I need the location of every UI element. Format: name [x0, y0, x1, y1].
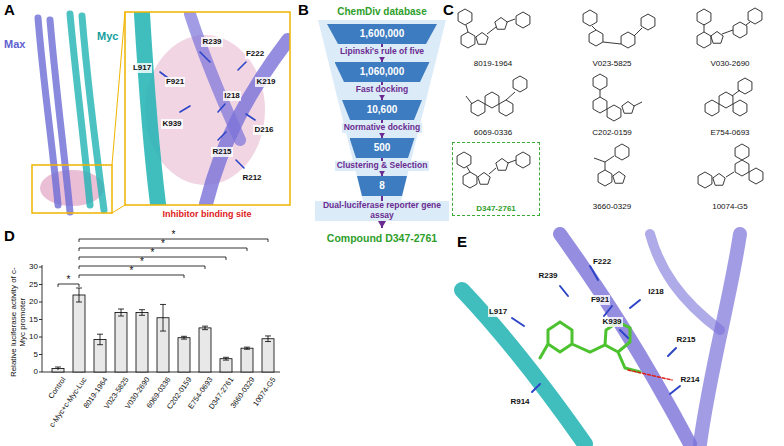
funnel-stage: 8: [357, 176, 407, 196]
funnel-stage: 1,600,000: [327, 24, 437, 44]
protein-overview: [32, 12, 125, 213]
category-label: Control: [47, 376, 68, 401]
axis-title: Relative luciferase activity of c-Myc pr…: [9, 262, 27, 382]
node-text: 1,600,000: [360, 28, 405, 40]
residue-label: R215: [675, 335, 696, 344]
funnel-ground: [318, 20, 446, 205]
residue-label: K939: [161, 119, 182, 128]
docking-pose: [462, 234, 740, 444]
axis-tick: 30: [29, 262, 38, 271]
panel-letter: E: [457, 233, 467, 250]
compound-name: 6069-0336: [474, 128, 512, 137]
residue-label: D216: [253, 125, 274, 134]
compound-name: V030-2690: [710, 59, 749, 68]
residue-label: I218: [647, 287, 665, 296]
axis-tick: 10: [29, 332, 38, 341]
significance-mark: *: [161, 239, 165, 249]
residue-label: R239: [201, 37, 222, 46]
step-label: Clustering & Selection: [335, 161, 430, 171]
residue-label: L917: [132, 63, 152, 72]
funnel-stage: 1,060,000: [335, 62, 430, 82]
compound-name: 8019-1964: [474, 59, 512, 68]
result-compound: Compound D347-2761: [327, 228, 437, 246]
residue-label: R215: [211, 147, 232, 156]
axis-tick: 5: [34, 350, 38, 359]
site-caption: Inhibitor binding site: [163, 209, 252, 219]
axis-tick: 20: [29, 297, 38, 306]
step-label: Fast docking: [354, 85, 410, 95]
node-text: 10,600: [367, 104, 398, 116]
chain-label: Myc: [97, 30, 118, 43]
residue-label: F921: [165, 77, 185, 86]
step-label: Lipinski's rule of five: [338, 47, 426, 57]
step-label: Normative docking: [342, 123, 423, 133]
residue-label: F921: [590, 295, 610, 304]
axis-tick: 25: [29, 280, 38, 289]
node-text: Compound D347-2761: [327, 232, 437, 244]
panel-letter: A: [4, 1, 15, 18]
residue-label: R914: [509, 397, 530, 406]
node-text: D347-2761: [453, 204, 539, 213]
chain-label: Max: [4, 38, 25, 51]
node-text: 500: [374, 142, 391, 154]
panel-letter: C: [443, 1, 454, 18]
residue-label: K219: [255, 77, 276, 86]
funnel-stage: 10,600: [342, 100, 422, 120]
panel-letter: D: [4, 227, 15, 244]
residue-label: K939: [601, 317, 622, 326]
step-label: Dual-luciferase reporter gene assay: [315, 201, 449, 221]
panel-letter: B: [298, 1, 309, 18]
compound-name: E754-0693: [710, 128, 749, 137]
database-label: ChemDiv database: [337, 6, 426, 18]
residue-label: F222: [245, 49, 265, 58]
node-text: 1,060,000: [360, 66, 405, 78]
funnel-stage: 500: [350, 138, 415, 158]
node-text: 8: [379, 180, 385, 192]
axis-tick: 0: [34, 367, 38, 376]
residue-label: R212: [241, 173, 262, 182]
compound-name: C202-0159: [592, 128, 632, 137]
highlight-box: D347-2761: [452, 142, 540, 216]
compound-name: V023-5825: [592, 59, 631, 68]
residue-label: R214: [679, 375, 700, 384]
significance-mark: *: [67, 275, 71, 285]
significance-mark: *: [140, 257, 144, 267]
binding-site-inset: [142, 14, 288, 204]
residue-label: I218: [223, 91, 241, 100]
bar-chart: [39, 239, 280, 372]
residue-label: F222: [592, 257, 612, 266]
significance-mark: *: [151, 248, 155, 258]
significance-mark: *: [172, 230, 176, 240]
compound-name: 10074-G5: [712, 202, 748, 211]
inset-frame: [125, 12, 290, 205]
compound-name: 3660-0329: [593, 202, 631, 211]
residue-label: R239: [537, 271, 558, 280]
compound-structures: [457, 8, 763, 188]
arrow-head: [378, 221, 386, 228]
residue-label: L917: [488, 307, 508, 316]
significance-mark: *: [130, 266, 134, 276]
axis-tick: 15: [29, 315, 38, 324]
